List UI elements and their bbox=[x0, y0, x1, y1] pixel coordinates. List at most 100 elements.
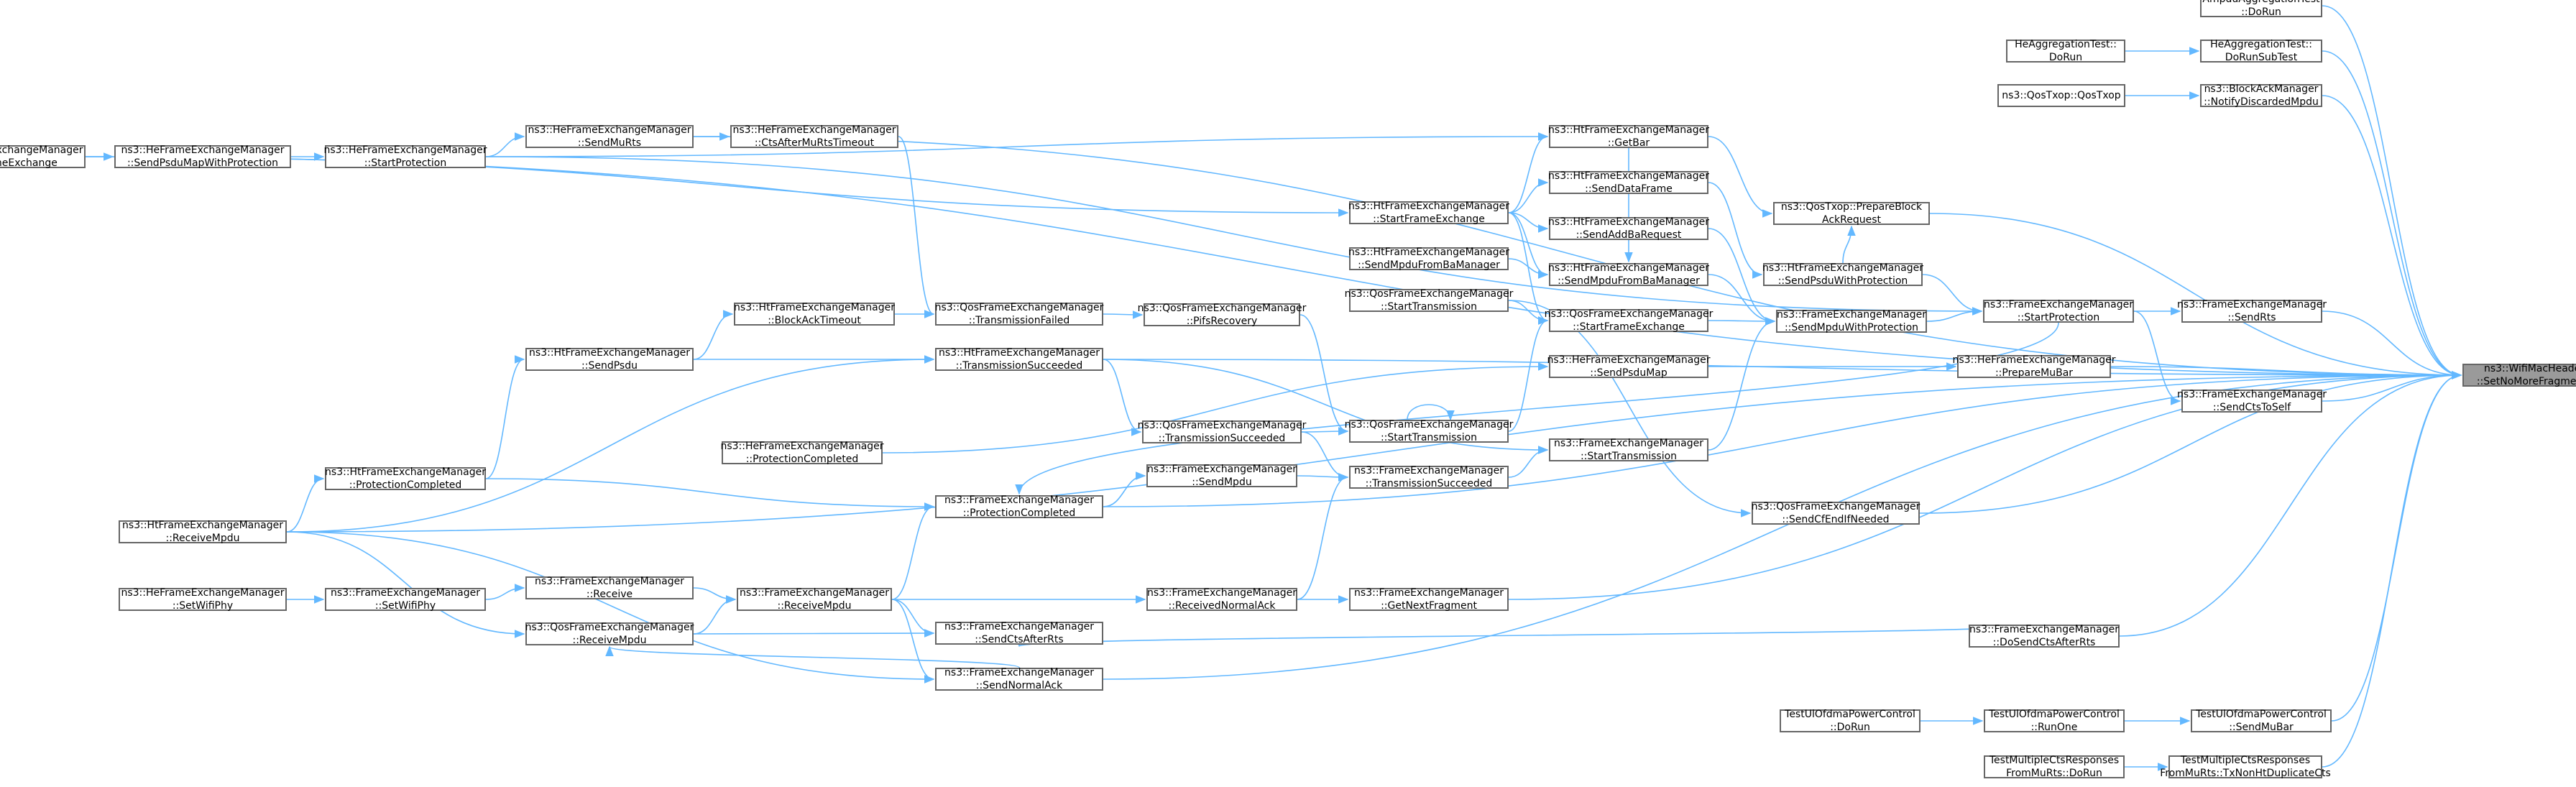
node-label-line1: ns3::BlockAckManager bbox=[2204, 83, 2319, 95]
graph-node-hefem-sendmurts[interactable]: ns3::HeFrameExchangeManager::SendMuRts bbox=[525, 124, 694, 149]
graph-node-qosfem-starttx[interactable]: ns3::QosFrameExchangeManager::StartTrans… bbox=[1345, 419, 1514, 443]
graph-node-qostxop-ctor[interactable]: ns3::QosTxop::QosTxop bbox=[1997, 84, 2125, 107]
graph-node-fem-protcompleted[interactable]: ns3::FrameExchangeManager::ProtectionCom… bbox=[935, 494, 1103, 519]
graph-node-qosfem-pifs[interactable]: ns3::QosFrameExchangeManager::PifsRecove… bbox=[1138, 303, 1307, 327]
node-label-line2: ::PifsRecovery bbox=[1186, 316, 1258, 327]
node-label-line1: ns3::FrameExchangeManager bbox=[944, 621, 1094, 632]
node-label-line1: ns3::FrameExchangeManager bbox=[1969, 624, 2119, 635]
node-label-line2: ::GetBar bbox=[1607, 137, 1650, 149]
graph-node-fem-startprot[interactable]: ns3::FrameExchangeManager::StartProtecti… bbox=[1983, 299, 2134, 323]
edge-fem-dosendctsafterrts-to-root bbox=[2119, 371, 2462, 637]
graph-node-htfem-blockacktimeout[interactable]: ns3::HtFrameExchangeManager::BlockAckTim… bbox=[734, 302, 895, 326]
edge-htfem-sendpsduwp-to-qostxop-prepare bbox=[1842, 225, 1856, 264]
node-label-line1: ns3::HeFrameExchangeManager bbox=[1547, 354, 1711, 366]
graph-node-hefem-sendpsdumap[interactable]: ns3::HeFrameExchangeManager::SendPsduMap bbox=[1547, 354, 1711, 379]
graph-node-qosfem-starttx-l[interactable]: ns3::QosFrameExchangeManager::StartTrans… bbox=[1345, 288, 1514, 313]
graph-node-ofdma-dorun[interactable]: TestUlOfdmaPowerControl::DoRun bbox=[1780, 709, 1920, 733]
node-label-line2: ::StartProtection bbox=[364, 157, 447, 169]
graph-node-ampdu-dorun[interactable]: AmpduAggregationTest::DoRun bbox=[2200, 0, 2322, 18]
graph-node-fem-receivempdu[interactable]: ns3::FrameExchangeManager::ReceiveMpdu bbox=[737, 587, 892, 612]
graph-node-fem-receivednormalack[interactable]: ns3::FrameExchangeManager::ReceivedNorma… bbox=[1146, 587, 1297, 612]
graph-node-hefem-setwifiphy[interactable]: ns3::HeFrameExchangeManager::SetWifiPhy bbox=[119, 587, 287, 612]
node-label-line1: ns3::HeFrameExchangeManager bbox=[528, 124, 691, 136]
node-label-line2: ::GetNextFragment bbox=[1381, 600, 1477, 612]
node-label-line2: ::SetWifiPhy bbox=[172, 600, 234, 612]
graph-node-root[interactable]: ns3::WifiMacHeader::SetNoMoreFragments bbox=[2462, 363, 2576, 387]
node-label-line2: ::DoSendCtsAfterRts bbox=[1992, 637, 2096, 648]
node-label-line1: ns3::FrameExchangeManager bbox=[331, 587, 480, 599]
node-label-line1: ns3::QosFrameExchangeManager bbox=[1344, 419, 1514, 431]
graph-node-fem-setwifiphy[interactable]: ns3::FrameExchangeManager::SetWifiPhy bbox=[325, 587, 486, 612]
graph-node-fem-dosendctsafterrts[interactable]: ns3::FrameExchangeManager::DoSendCtsAfte… bbox=[1969, 624, 2120, 648]
node-label-line2: ::DoRun bbox=[1830, 722, 1870, 733]
graph-node-fem-receive[interactable]: ns3::FrameExchangeManager::Receive bbox=[525, 576, 694, 600]
edge-hefem-startprot-to-hefem-sendmurts bbox=[485, 132, 525, 157]
node-label-line1: ns3::QosFrameExchangeManager bbox=[1137, 303, 1307, 314]
node-label-line1: ns3::QosFrameExchangeManager bbox=[934, 302, 1104, 313]
graph-node-htfem-sendpsdu[interactable]: ns3::HtFrameExchangeManager::SendPsdu bbox=[525, 347, 694, 372]
edge-fem-setwifiphy-to-fem-receive bbox=[485, 584, 525, 600]
graph-node-qosfem-startfe[interactable]: ns3::QosFrameExchangeManager::StartFrame… bbox=[1545, 308, 1714, 333]
graph-node-bam-notify[interactable]: ns3::BlockAckManager::NotifyDiscardedMpd… bbox=[2200, 83, 2322, 108]
node-label-line2: ::TransmissionSucceeded bbox=[955, 360, 1083, 372]
graph-node-htfem-sendaddba[interactable]: ns3::HtFrameExchangeManager::SendAddBaRe… bbox=[1548, 216, 1709, 241]
node-label-line1: TestUlOfdmaPowerControl bbox=[2196, 709, 2327, 720]
graph-node-ofdma-sendmubar[interactable]: TestUlOfdmaPowerControl::SendMuBar bbox=[2191, 709, 2332, 733]
graph-node-htfem-protcompleted[interactable]: ns3::HtFrameExchangeManager::ProtectionC… bbox=[325, 466, 486, 491]
node-label-line2: ::TransmissionFailed bbox=[968, 315, 1070, 326]
graph-node-hefem-preparemubar[interactable]: ns3::HeFrameExchangeManager::PrepareMuBa… bbox=[1952, 354, 2115, 379]
graph-node-hefem-sendpsdumapwp[interactable]: ns3::HeFrameExchangeManager::SendPsduMap… bbox=[114, 144, 291, 169]
graph-node-hefem-startprot[interactable]: ns3::HeFrameExchangeManager::StartProtec… bbox=[323, 144, 487, 169]
edge-fem-sendnormalack-to-qosfem-receivempdu bbox=[605, 645, 1020, 668]
graph-node-htfem-sendmpdufromba-r[interactable]: ns3::HtFrameExchangeManager::SendMpduFro… bbox=[1548, 262, 1709, 287]
node-label-line2: ::StartFrameExchange bbox=[1373, 213, 1485, 225]
graph-node-htfem-receivempdu[interactable]: ns3::HtFrameExchangeManager::ReceiveMpdu bbox=[119, 520, 287, 544]
node-label-line1: ns3::HtFrameExchangeManager bbox=[122, 520, 283, 531]
node-label-line1: ns3::QosTxop::PrepareBlock bbox=[1780, 201, 1923, 213]
edge-fem-sendrts-to-root bbox=[2322, 310, 2462, 379]
graph-node-qosfem-receivempdu[interactable]: ns3::QosFrameExchangeManager::ReceiveMpd… bbox=[525, 622, 694, 646]
graph-node-qosfem-txfailed[interactable]: ns3::QosFrameExchangeManager::Transmissi… bbox=[934, 302, 1104, 326]
graph-node-htfem-getbar[interactable]: ns3::HtFrameExchangeManager::GetBar bbox=[1548, 124, 1709, 149]
graph-node-htfem-startfe[interactable]: ns3::HtFrameExchangeManager::StartFrameE… bbox=[1348, 201, 1509, 225]
edge-fem-startprot-to-fem-sendctstoself bbox=[2133, 310, 2181, 405]
graph-node-fem-starttx[interactable]: ns3::FrameExchangeManager::StartTransmis… bbox=[1549, 438, 1708, 462]
graph-node-hefem-startfe[interactable]: ns3::HeFrameExchangeManager::StartFrameE… bbox=[0, 144, 86, 169]
graph-node-fem-sendmpdu[interactable]: ns3::FrameExchangeManager::SendMpdu bbox=[1146, 464, 1297, 488]
node-label-line1: ns3::QosFrameExchangeManager bbox=[1344, 288, 1514, 300]
node-label-line1: ns3::FrameExchangeManager bbox=[1554, 438, 1703, 449]
node-label-line1: AmpduAggregationTest bbox=[2202, 0, 2319, 6]
node-label-line2: ::StartTransmission bbox=[1380, 301, 1478, 313]
node-label-line2: ::StartFrameExchange bbox=[1573, 321, 1685, 333]
node-label-line2: ::SendPsduMap bbox=[1590, 367, 1668, 379]
edge-htfem-startfe-to-htfem-sendaddba bbox=[1508, 212, 1549, 233]
node-label-line2: ::CtsAfterMuRtsTimeout bbox=[754, 137, 875, 149]
node-label-line2: ::SendPsduWithProtection bbox=[1777, 275, 1908, 287]
node-label-line1: ns3::HtFrameExchangeManager bbox=[1348, 247, 1509, 258]
graph-node-ofdma-runone[interactable]: TestUlOfdmaPowerControl::RunOne bbox=[1984, 709, 2125, 733]
graph-node-fem-sendctsafterrts[interactable]: ns3::FrameExchangeManager::SendCtsAfterR… bbox=[935, 621, 1103, 645]
graph-node-hefem-protcompleted[interactable]: ns3::HeFrameExchangeManager::ProtectionC… bbox=[720, 441, 883, 465]
graph-node-fem-sendrts[interactable]: ns3::FrameExchangeManager::SendRts bbox=[2177, 299, 2327, 323]
graph-node-qosfem-sendcfend[interactable]: ns3::QosFrameExchangeManager::SendCfEndI… bbox=[1752, 501, 1920, 525]
graph-node-htfem-sendpsduwp[interactable]: ns3::HtFrameExchangeManager::SendPsduWit… bbox=[1762, 262, 1923, 287]
graph-node-htfem-txsucc[interactable]: ns3::HtFrameExchangeManager::Transmissio… bbox=[935, 347, 1103, 372]
graph-node-fem-getnextfrag[interactable]: ns3::FrameExchangeManager::GetNextFragme… bbox=[1349, 587, 1509, 612]
graph-node-fem-sendmpduwp[interactable]: ns3::FrameExchangeManager::SendMpduWithP… bbox=[1776, 309, 1927, 333]
graph-node-heagg-dorun[interactable]: HeAggregationTest::DoRun bbox=[2006, 39, 2125, 63]
graph-node-heagg-dorunsub[interactable]: HeAggregationTest::DoRunSubTest bbox=[2200, 39, 2322, 63]
graph-node-fem-sendctstoself[interactable]: ns3::FrameExchangeManager::SendCtsToSelf bbox=[2177, 389, 2327, 413]
graph-node-hefem-ctsaftermurts[interactable]: ns3::HeFrameExchangeManager::CtsAfterMuR… bbox=[730, 124, 898, 149]
edge-qosfem-receivempdu-to-fem-sendctsafterrts bbox=[693, 629, 935, 638]
node-label-line2: ::SetWifiPhy bbox=[374, 600, 436, 612]
graph-node-fem-txsucc[interactable]: ns3::FrameExchangeManager::TransmissionS… bbox=[1349, 465, 1509, 489]
graph-node-htfem-senddataframe[interactable]: ns3::HtFrameExchangeManager::SendDataFra… bbox=[1548, 170, 1709, 195]
graph-node-qosfem-txsucc[interactable]: ns3::QosFrameExchangeManager::Transmissi… bbox=[1138, 420, 1307, 444]
graph-node-htfem-sendmpdufromba-l[interactable]: ns3::HtFrameExchangeManager::SendMpduFro… bbox=[1348, 247, 1509, 271]
graph-node-fem-sendnormalack[interactable]: ns3::FrameExchangeManager::SendNormalAck bbox=[935, 667, 1103, 691]
node-label-line1: ns3::FrameExchangeManager bbox=[944, 494, 1094, 506]
edge-htfem-getbar-to-qostxop-prepare bbox=[1708, 136, 1773, 218]
